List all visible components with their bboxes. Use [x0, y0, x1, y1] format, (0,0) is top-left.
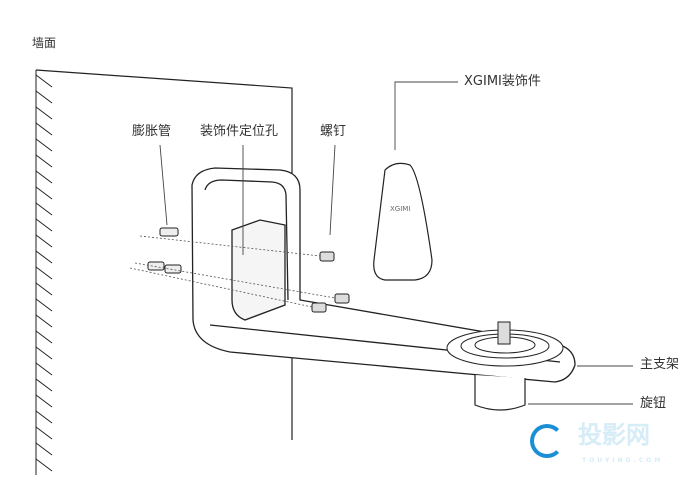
xgimi-decor [373, 162, 433, 281]
wall-hatch [35, 170, 53, 184]
wall-hatch [35, 234, 53, 248]
wall-hatch [35, 314, 53, 328]
wall-hatch [35, 346, 53, 360]
wall-hatch [35, 106, 53, 120]
wall-hatch [35, 378, 53, 392]
wall-hatch [35, 426, 53, 440]
locating-hole-label: 装饰件定位孔 [200, 124, 279, 139]
wall-hatch [35, 122, 53, 136]
wall-hatch [35, 186, 53, 200]
knob-label: 旋钮 [640, 396, 667, 411]
wall-hatch [35, 458, 53, 472]
decor-logo: XGIMI [390, 205, 411, 213]
knob [474, 375, 526, 411]
wall-hatch [35, 74, 53, 88]
leader-lines [159, 81, 633, 405]
wall-hatch [35, 218, 53, 232]
screw-label: 螺钉 [320, 124, 347, 139]
wall-hatch [35, 154, 53, 168]
wall-hatch [35, 90, 53, 104]
guide-lines [129, 235, 336, 308]
wall-hatch [35, 330, 53, 344]
wall-label: 墙面 [32, 36, 57, 50]
watermark-sub: TOUYING.COM [582, 457, 664, 464]
screws [311, 251, 350, 313]
wall-hatch [35, 202, 53, 216]
wall-hatch [35, 298, 53, 312]
main-bracket [191, 167, 576, 383]
wall-hatch [35, 394, 53, 408]
anchor-label: 膨胀管 [132, 124, 172, 139]
watermark-logo-icon [530, 424, 564, 458]
wall-hatch [35, 250, 53, 264]
main-bracket-label: 主支架 [640, 357, 680, 372]
wall-hatch [35, 442, 53, 456]
wall-hatch [35, 138, 53, 152]
decor-label: XGIMI装饰件 [464, 74, 541, 89]
wall-hatch [35, 410, 53, 424]
platform [446, 321, 564, 367]
wall-hatch [35, 266, 53, 280]
anchors [147, 227, 182, 274]
wall-hatch [35, 282, 53, 296]
watermark-title: 投影网 [578, 421, 650, 449]
wall-hatch [35, 362, 53, 376]
